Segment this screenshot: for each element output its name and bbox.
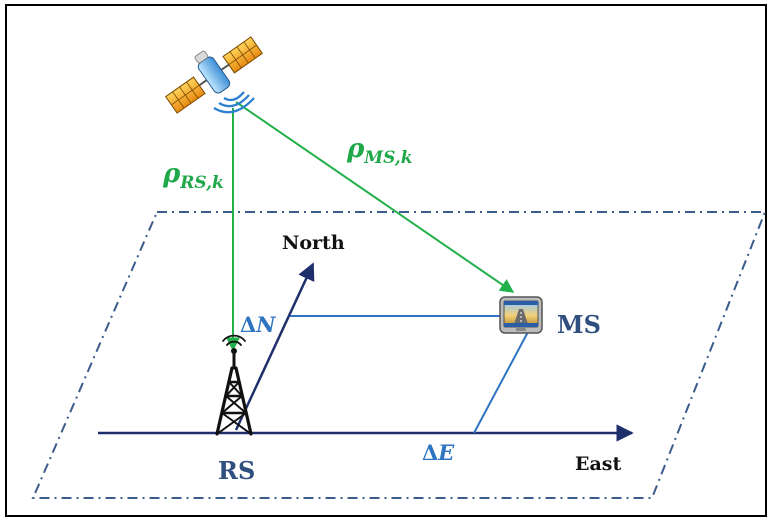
signal-waves-icon — [213, 91, 255, 114]
rs-label: RS — [218, 456, 255, 485]
satellite-icon — [164, 36, 264, 114]
ground-plane — [31, 211, 767, 499]
rho-ms-symbol: ρ — [346, 134, 365, 164]
north-axis-arrow — [234, 262, 315, 431]
outer-frame — [5, 4, 767, 517]
delta-e-label: ΔE — [422, 440, 455, 465]
rho-ms-label: ρMS,k — [346, 134, 412, 168]
rho-ms-subscript: MS,k — [363, 148, 412, 168]
delta-e-symbol: Δ — [422, 440, 438, 465]
rho-rs-symbol: ρ — [162, 159, 181, 189]
delta-e-variable: E — [437, 440, 455, 465]
range-ms-arrow — [235, 101, 515, 293]
delta-e-line — [473, 329, 530, 434]
delta-n-variable: N — [255, 312, 276, 337]
gps-navigator-icon — [499, 296, 543, 334]
delta-n-symbol: Δ — [240, 312, 256, 337]
rho-rs-subscript: RS,k — [179, 173, 224, 193]
ms-label: MS — [557, 310, 601, 339]
north-label: North — [282, 232, 345, 254]
rho-rs-label: ρRS,k — [162, 159, 224, 193]
east-label: East — [575, 453, 621, 475]
delta-n-label: ΔN — [240, 312, 276, 337]
radio-tower-icon — [215, 334, 253, 436]
